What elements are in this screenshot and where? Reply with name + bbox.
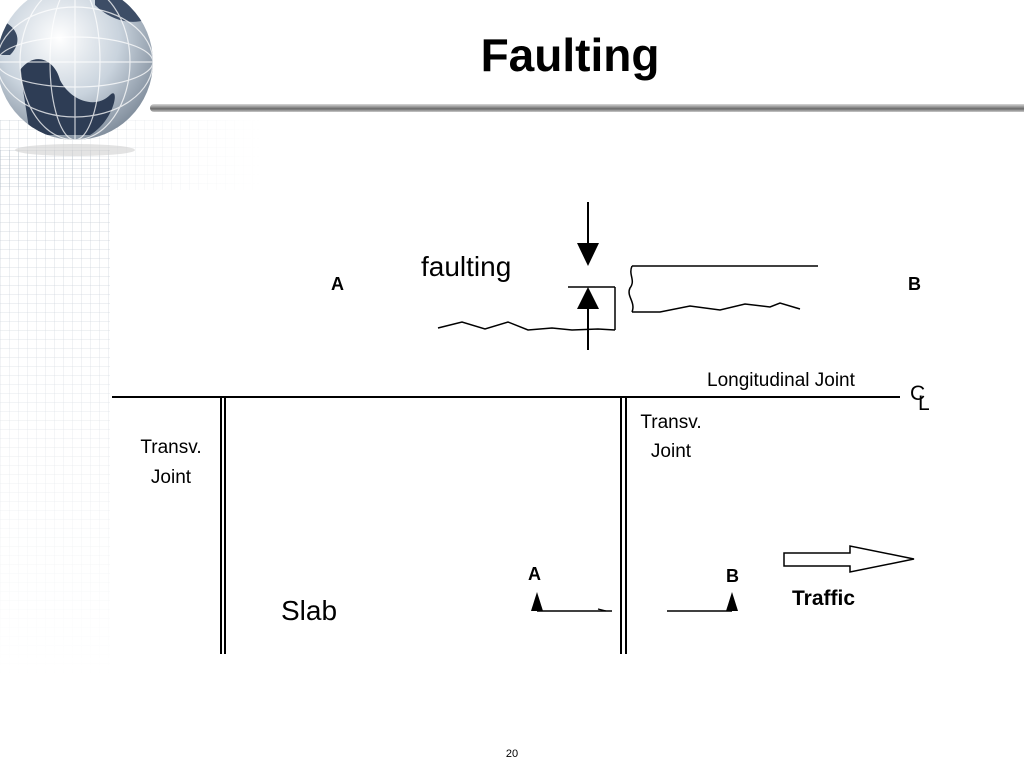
faulting-up-arrow-icon <box>577 287 599 350</box>
section-b-label-bottom: B <box>726 566 739 586</box>
traffic-label: Traffic <box>792 587 855 610</box>
svg-text:L: L <box>918 392 930 415</box>
svg-text:Joint: Joint <box>651 441 692 462</box>
upper-slab-profile <box>628 265 818 313</box>
faulting-label: faulting <box>421 251 511 282</box>
section-a-label-bottom: A <box>528 564 541 584</box>
globe-icon <box>0 0 153 156</box>
faulting-down-arrow-icon <box>577 202 599 266</box>
transverse-joint-right <box>620 397 627 654</box>
transverse-joint-left <box>220 397 226 654</box>
slide-title: Faulting <box>480 29 660 81</box>
centerline-symbol: C L <box>910 382 930 415</box>
traffic-arrow-icon <box>783 545 915 573</box>
lower-slab-profile <box>437 286 616 331</box>
svg-text:Transv.: Transv. <box>140 437 201 458</box>
section-a-label-top: A <box>331 274 344 294</box>
longitudinal-joint-label: Longitudinal Joint <box>707 370 856 391</box>
section-b-marker-icon <box>667 592 738 612</box>
svg-text:Transv.: Transv. <box>640 412 701 433</box>
slab-label: Slab <box>281 595 337 626</box>
background-grid-left <box>0 150 110 768</box>
transverse-joint-right-label: Transv. Joint <box>640 412 701 462</box>
transverse-joint-left-label: Transv. Joint <box>140 437 201 488</box>
section-a-marker-icon <box>531 592 612 612</box>
section-b-label-top: B <box>908 274 921 294</box>
svg-text:Joint: Joint <box>151 467 192 488</box>
title-divider <box>150 104 1024 112</box>
page-number: 20 <box>505 748 519 760</box>
svg-text:C: C <box>910 382 925 405</box>
